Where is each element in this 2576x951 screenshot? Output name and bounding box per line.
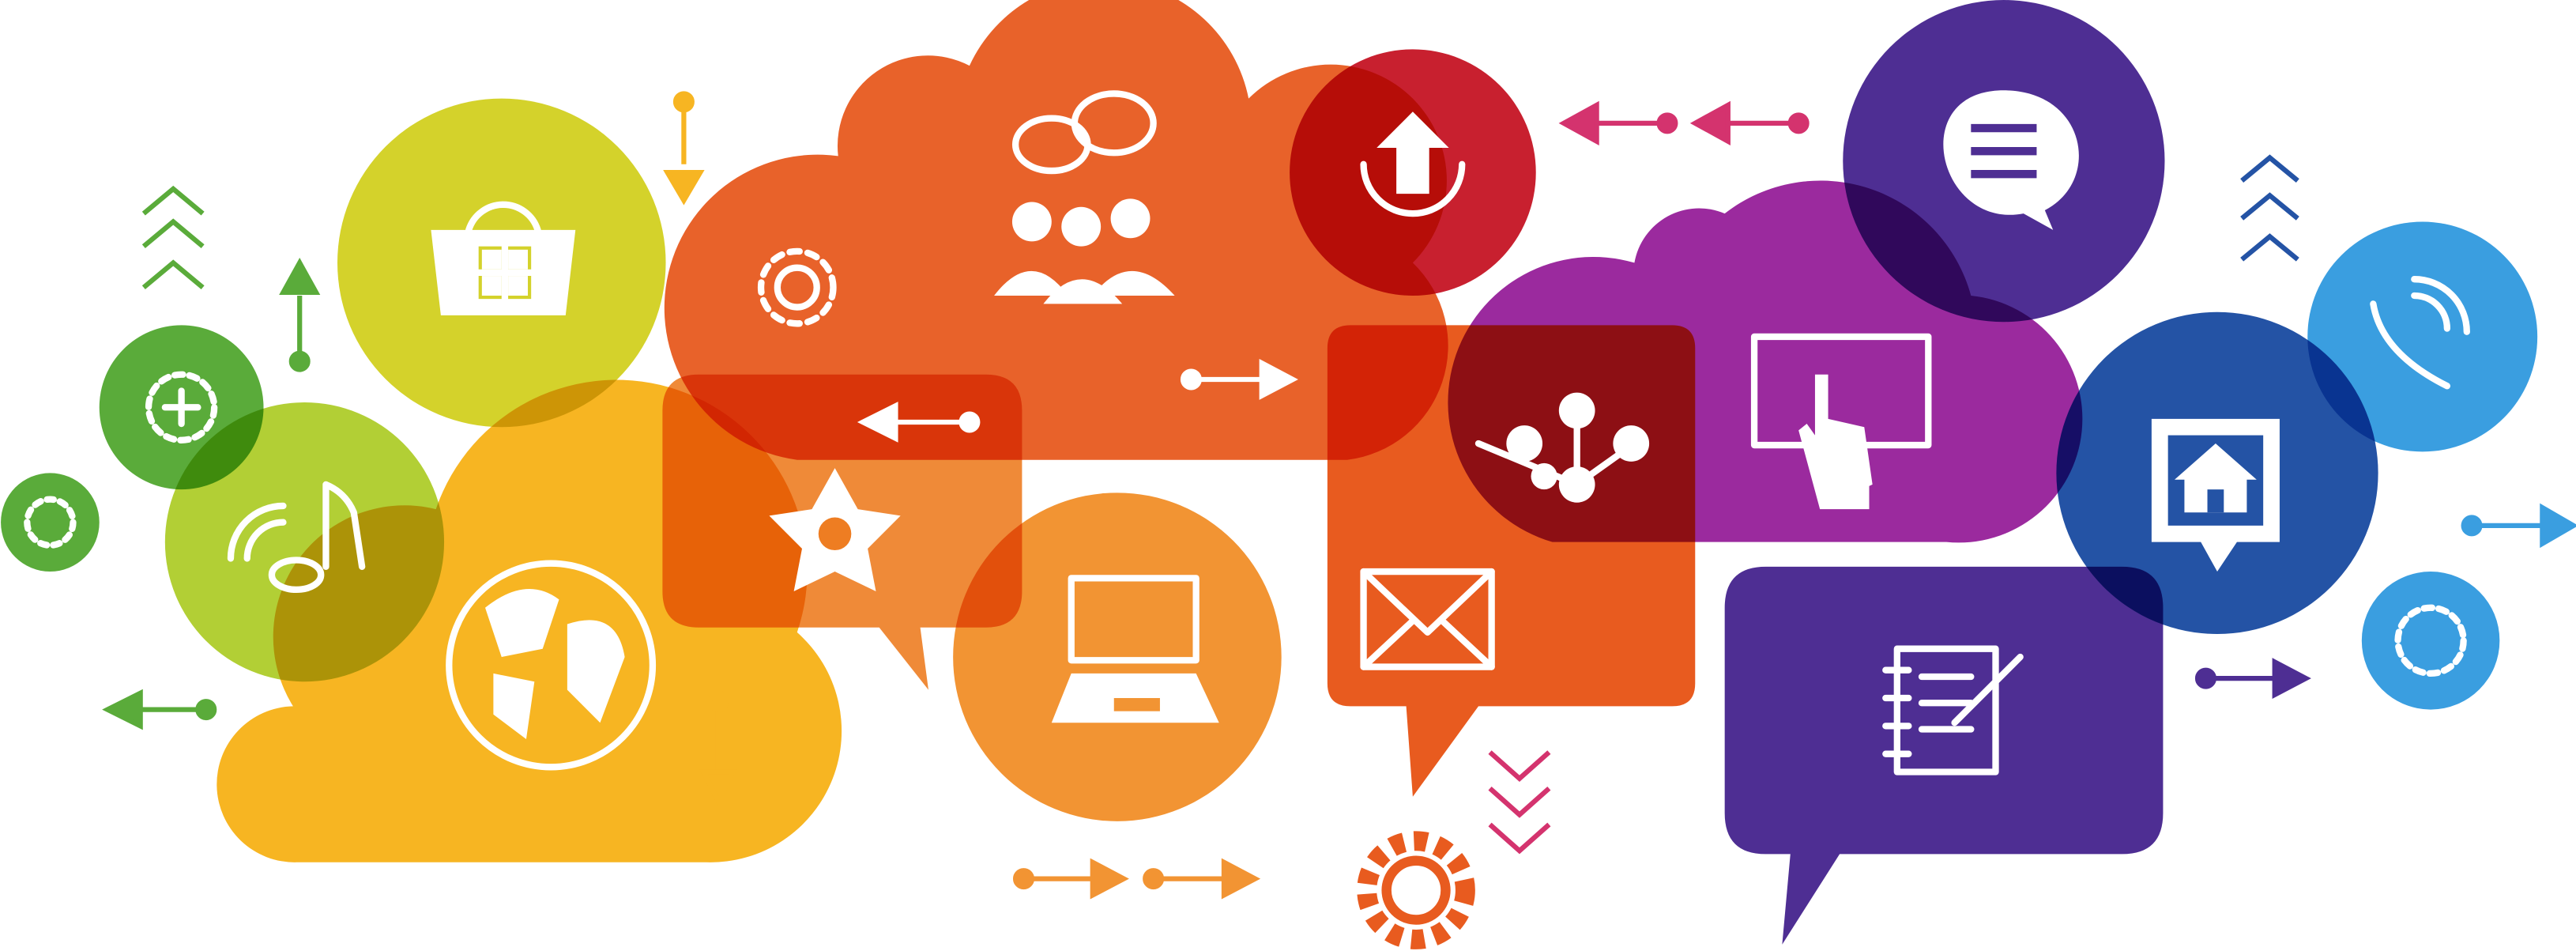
sky-blue-circle	[2307, 221, 2538, 452]
small-sky-blue-circle	[2361, 572, 2500, 710]
small-green-circle	[1, 473, 100, 572]
chat-people-icon	[994, 90, 1175, 304]
touch-screen-icon	[1750, 333, 1932, 510]
email-icon	[1360, 568, 1495, 670]
deep-orange-speech-box	[1327, 325, 1696, 797]
gear-icon	[757, 247, 837, 327]
purple-speech-box	[1724, 566, 2164, 945]
orange-cloud	[664, 0, 1448, 460]
globe-icon	[446, 560, 657, 771]
share-icon	[1474, 392, 1650, 503]
music-icon	[227, 481, 366, 594]
upload-icon	[1360, 111, 1466, 217]
decorative-arrows	[102, 91, 2576, 900]
phone-icon	[2370, 276, 2470, 390]
home-icon	[2151, 418, 2280, 572]
laptop-icon	[1051, 575, 1219, 723]
star-icon	[769, 468, 901, 591]
orange-gear-icon	[1357, 831, 1475, 949]
settings-gear-small-icon	[24, 371, 2467, 677]
shopping-basket-icon	[431, 201, 576, 315]
chat-bubble-icon	[1943, 90, 2079, 230]
notepad-icon	[1882, 645, 2024, 776]
